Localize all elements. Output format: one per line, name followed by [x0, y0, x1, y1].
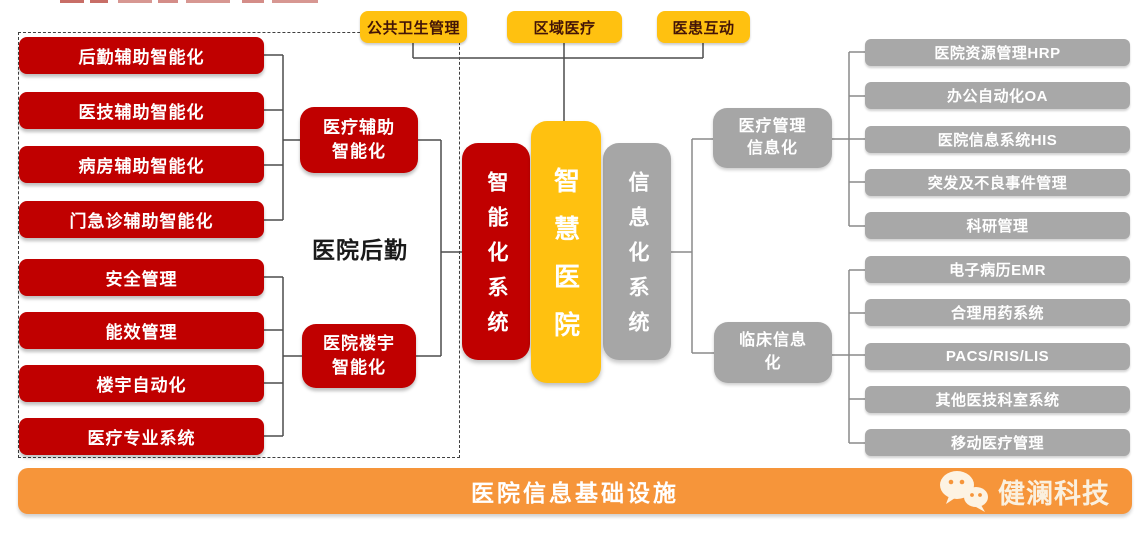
cropped-title-remnant	[242, 0, 264, 3]
logistics-item: 门急诊辅助智能化	[19, 200, 264, 238]
hub-medical-management-informatization: 医疗管理信息化	[713, 108, 832, 168]
cropped-title-remnant	[90, 0, 108, 3]
building-item: 安全管理	[19, 259, 264, 296]
hub-hospital-building-intelligent: 医院楼宇智能化	[302, 324, 416, 388]
management-system-item: 办公自动化OA	[865, 82, 1130, 110]
cropped-title-remnant	[60, 0, 84, 3]
hub-clinical-label: 临床信息化	[739, 332, 808, 372]
brand-watermark: 健澜科技	[938, 468, 1110, 514]
infrastructure-label: 医院信息基础设施	[471, 480, 679, 506]
logistics-item: 病房辅助智能化	[19, 146, 264, 183]
hub-medical-assist-label: 医疗辅助智能化	[323, 118, 395, 161]
hub-clinical-informatization: 临床信息化	[714, 322, 832, 383]
hub-management-label: 医疗管理信息化	[738, 117, 807, 157]
hub-medical-assist-intelligent: 医疗辅助智能化	[300, 107, 418, 173]
building-item: 能效管理	[19, 312, 264, 349]
building-systems-list: 安全管理能效管理楼宇自动化医疗专业系统	[19, 259, 264, 455]
management-system-item: 科研管理	[865, 212, 1130, 240]
cropped-title-remnant	[272, 0, 318, 3]
tab-regional-medical: 区域医疗	[507, 11, 622, 43]
pillar-information-system: 信息化系统	[603, 143, 671, 360]
hub-building-label: 医院楼宇智能化	[323, 334, 395, 377]
cropped-title-remnant	[118, 0, 152, 3]
brand-name: 健澜科技	[998, 478, 1110, 509]
pillar-smart-label: 智慧医院	[550, 167, 581, 359]
management-system-item: 突发及不良事件管理	[865, 168, 1130, 196]
logistics-item: 医技辅助智能化	[19, 91, 264, 129]
wechat-icon	[940, 471, 988, 512]
clinical-systems-list: 电子病历EMR 合理用药系统 PACS/RIS/LIS 其他医技科室系统移动医疗管理	[865, 256, 1130, 457]
clinical-system-item: 其他医技科室系统	[865, 385, 1130, 413]
cropped-title-remnant	[186, 0, 230, 3]
pillar-intelligent-label: 智能化系统	[485, 171, 508, 346]
clinical-system-item: PACS/RIS/LIS	[865, 342, 1130, 370]
management-systems-list: 医院资源管理HRP 办公自动化OA 医院信息系统HIS 突发及不良事件管理科研管理	[865, 39, 1130, 240]
logistics-item: 后勤辅助智能化	[19, 37, 264, 74]
tab-public-health-management: 公共卫生管理	[360, 11, 467, 43]
hospital-logistics-dashed-border	[18, 32, 460, 458]
tab-doctor-patient-interaction: 医患互动	[657, 11, 750, 43]
logistics-intelligent-list: 后勤辅助智能化医技辅助智能化病房辅助智能化门急诊辅助智能化	[19, 37, 264, 238]
clinical-system-item: 电子病历EMR	[865, 256, 1130, 283]
building-item: 医疗专业系统	[19, 418, 264, 455]
pillar-information-label: 信息化系统	[626, 171, 649, 346]
management-system-item: 医院信息系统HIS	[865, 125, 1130, 153]
infrastructure-bar: 医院信息基础设施 健澜科技	[18, 468, 1132, 514]
building-item: 楼宇自动化	[19, 365, 264, 402]
pillar-smart-hospital: 智慧医院	[531, 121, 601, 383]
cropped-title-remnant	[158, 0, 178, 3]
management-system-item: 医院资源管理HRP	[865, 39, 1130, 66]
clinical-system-item: 合理用药系统	[865, 299, 1130, 327]
clinical-system-item: 移动医疗管理	[865, 429, 1130, 457]
pillar-intelligent-system: 智能化系统	[462, 143, 530, 360]
section-label-hospital-logistics: 医院后勤	[312, 237, 408, 263]
